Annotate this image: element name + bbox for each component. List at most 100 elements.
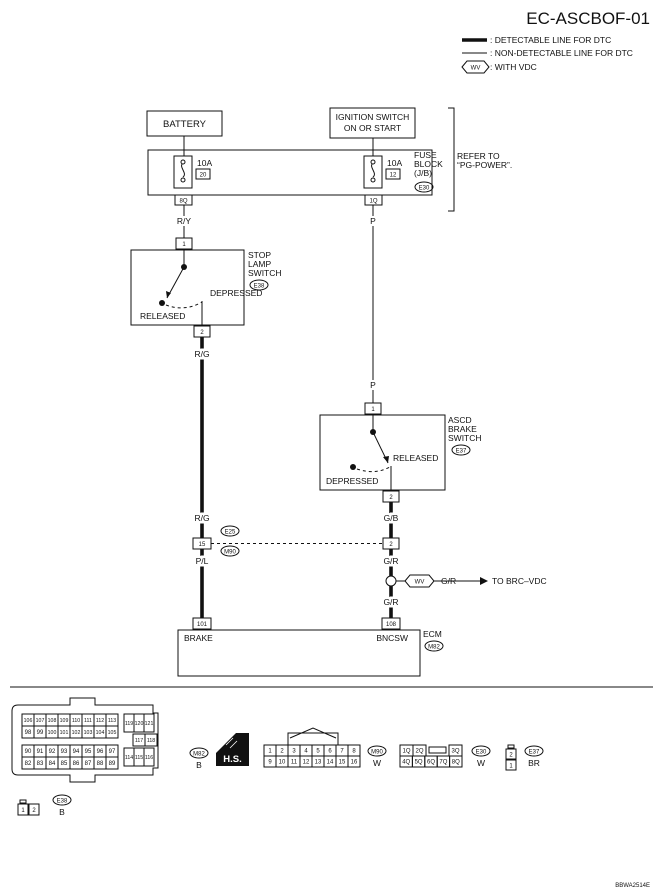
e30-pin-3Q: 3Q bbox=[451, 749, 459, 755]
e38-pin2-box bbox=[28, 803, 40, 816]
ascd-connector: E37 bbox=[456, 448, 467, 454]
e37-key bbox=[507, 744, 515, 749]
e30-pin-5Q: 5Q bbox=[415, 760, 423, 766]
ecm-pin-110: 110 bbox=[72, 718, 80, 724]
ecm-pin101-box bbox=[192, 617, 212, 630]
fuse-block-label-2: BLOCK bbox=[414, 159, 443, 169]
vdc-destination: TO BRC–VDC bbox=[492, 576, 547, 586]
stop-lamp-switch-box bbox=[130, 249, 245, 326]
m90-pin-13: 13 bbox=[315, 760, 322, 766]
e37-badge bbox=[524, 745, 544, 757]
ascd-label-2: BRAKE bbox=[448, 424, 477, 434]
ecm-name-bncsw: BNCSW bbox=[376, 633, 408, 643]
ascd-pin1: 1 bbox=[371, 407, 375, 413]
stop-lamp-connector: E38 bbox=[254, 283, 265, 289]
e30-pin-6Q: 6Q bbox=[427, 760, 435, 766]
e38-pin1: 1 bbox=[21, 808, 25, 814]
image-code: BBWA2514E bbox=[615, 883, 650, 889]
battery-label: BATTERY bbox=[163, 119, 207, 130]
ignition-label-2: ON OR START bbox=[344, 123, 401, 133]
ecm-pin-89: 89 bbox=[109, 761, 116, 767]
joint-pin2: 2 bbox=[389, 542, 393, 548]
ascd-released: RELEASED bbox=[393, 453, 438, 463]
fuse-left-bot-node bbox=[180, 177, 186, 183]
ecm-pin-96: 96 bbox=[97, 749, 104, 755]
fuse-left-amp: 10A bbox=[197, 158, 212, 168]
ecm-pin101: 101 bbox=[197, 622, 208, 628]
m90-pin-5: 5 bbox=[316, 749, 320, 755]
vdc-splice bbox=[385, 575, 397, 587]
ecm-pin-109: 109 bbox=[60, 718, 69, 724]
hs-symbol-corner bbox=[216, 733, 236, 753]
ecm-pin-116-box bbox=[143, 747, 155, 767]
ecm-pin-111: 111 bbox=[84, 718, 92, 724]
stop-lamp-pin2: 2 bbox=[200, 330, 204, 336]
vdc-wv-symbol bbox=[404, 574, 435, 588]
refer-text-1: REFER TO bbox=[457, 151, 500, 161]
e30-pin-7Q: 7Q bbox=[439, 760, 447, 766]
stop-lamp-label-3: SWITCH bbox=[248, 268, 282, 278]
e37-name: E37 bbox=[529, 749, 540, 755]
m90-badge bbox=[367, 745, 387, 757]
ascd-travel-arc bbox=[356, 466, 391, 473]
ecm-pin-114: 114 bbox=[125, 755, 133, 761]
ecm-pin-121-box bbox=[143, 713, 155, 733]
ecm-connector-badge bbox=[424, 640, 444, 652]
m90-pin-14: 14 bbox=[327, 760, 334, 766]
e37-pin-bot: 1 bbox=[509, 764, 513, 770]
fuse-block-box bbox=[147, 149, 433, 196]
m90-color: W bbox=[373, 758, 381, 768]
ecm-pin-98: 98 bbox=[25, 730, 32, 736]
wire-gb-label: G/B bbox=[384, 513, 399, 523]
e38-badge bbox=[52, 794, 72, 806]
ecm-pin-84: 84 bbox=[49, 761, 56, 767]
refer-bracket bbox=[448, 107, 455, 212]
e30-pin-1Q: 1Q bbox=[402, 749, 410, 755]
ecm-pin-89-box bbox=[105, 756, 119, 770]
ecm-pin-118: 118 bbox=[147, 738, 155, 744]
e30-pin-8Q: 8Q bbox=[452, 760, 460, 766]
wire-gr-vdc-label: G/R bbox=[441, 576, 456, 586]
fuse-left-no: 20 bbox=[200, 173, 207, 179]
ascd-depressed-contact bbox=[350, 464, 356, 470]
ecm-pin-102: 102 bbox=[72, 730, 81, 736]
wire-gr-2-label: G/R bbox=[383, 597, 398, 607]
e38-pin1-box bbox=[17, 803, 29, 816]
terminal-1q: 1Q bbox=[369, 199, 377, 205]
e37-pin-bot-box bbox=[505, 759, 517, 771]
m90-pin-9: 9 bbox=[268, 760, 272, 766]
ecm-pin-113: 113 bbox=[108, 718, 116, 724]
e38-key bbox=[19, 799, 27, 804]
m90-pin-8: 8 bbox=[352, 749, 356, 755]
ecm-connector-outline bbox=[11, 697, 159, 783]
ecm-pin-117: 117 bbox=[135, 738, 143, 744]
fuse-right-top-node bbox=[370, 159, 376, 165]
fuse-block-connector: E30 bbox=[419, 185, 430, 191]
ecm-pin-94: 94 bbox=[73, 749, 80, 755]
e37-pin-top-box bbox=[505, 748, 517, 760]
fuse-right-no-box bbox=[385, 168, 401, 180]
joint-m90-badge bbox=[220, 545, 240, 557]
ecm-pin-105-box bbox=[105, 725, 119, 739]
ecm-pin-92: 92 bbox=[49, 749, 56, 755]
fuse-left-body bbox=[173, 155, 193, 189]
hs-symbol-hatch bbox=[221, 734, 238, 749]
ascd-brake-switch-box bbox=[319, 414, 446, 491]
wire-rg-top-label: R/G bbox=[194, 349, 209, 359]
fuse-right-amp: 10A bbox=[387, 158, 402, 168]
ecm-pin-100: 100 bbox=[48, 730, 57, 736]
ascd-pin2: 2 bbox=[389, 495, 393, 501]
hs-label: H.S. bbox=[223, 754, 241, 765]
m90-pin-4: 4 bbox=[304, 749, 308, 755]
e38-color: B bbox=[59, 807, 65, 817]
m90-name: M90 bbox=[371, 749, 383, 755]
page-title: EC-ASCBOF-01 bbox=[526, 9, 650, 28]
ecm-pin-120: 120 bbox=[135, 721, 144, 727]
ascd-label-3: SWITCH bbox=[448, 433, 482, 443]
ecm-name-brake: BRAKE bbox=[184, 633, 213, 643]
ecm-pin-85: 85 bbox=[61, 761, 68, 767]
